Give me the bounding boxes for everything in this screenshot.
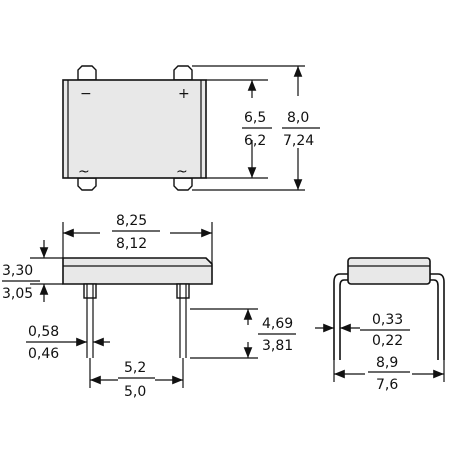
top-view: − + ~ ~ 6,5 6,2 8,0 7,24 xyxy=(62,65,320,191)
top-pin-left-upper xyxy=(77,65,97,81)
plus-mark: + xyxy=(178,86,190,102)
pitch-min: 5,0 xyxy=(124,384,146,400)
end-lead-left xyxy=(333,273,348,360)
lead-width-max: 0,58 xyxy=(28,324,59,340)
end-view: 0,33 0,22 8,9 7,6 xyxy=(315,257,445,393)
pitch-max: 5,2 xyxy=(124,360,146,376)
top-pin-right-upper xyxy=(173,65,193,81)
length-max: 8,25 xyxy=(116,213,147,229)
lead-thickness-max: 0,33 xyxy=(372,312,403,328)
length-min: 8,12 xyxy=(116,236,147,252)
height-min: 3,05 xyxy=(2,286,33,302)
end-lead-right xyxy=(430,273,445,360)
width-min: 7,6 xyxy=(376,377,398,393)
outer-height-min: 7,24 xyxy=(283,133,314,149)
lead-length-max: 4,69 xyxy=(262,316,293,332)
lead-width-min: 0,46 xyxy=(28,346,59,362)
minus-mark: − xyxy=(80,86,92,102)
inner-height-min: 6,2 xyxy=(244,133,266,149)
height-max: 3,30 xyxy=(2,263,33,279)
lead-thickness-min: 0,22 xyxy=(372,333,403,349)
width-max: 8,9 xyxy=(376,355,398,371)
side-lead-left xyxy=(83,283,97,299)
ac-mark-left: ~ xyxy=(78,164,90,180)
side-lead-right xyxy=(176,283,190,299)
lead-length-min: 3,81 xyxy=(262,338,293,354)
side-view: 8,25 8,12 3,30 3,05 0,58 0,46 4,69 3,81 … xyxy=(2,213,296,400)
ac-mark-right: ~ xyxy=(176,164,188,180)
side-body xyxy=(62,257,213,285)
outer-height-max: 8,0 xyxy=(287,110,309,126)
top-body xyxy=(62,79,207,179)
inner-height-max: 6,5 xyxy=(244,110,266,126)
end-body xyxy=(347,257,431,285)
